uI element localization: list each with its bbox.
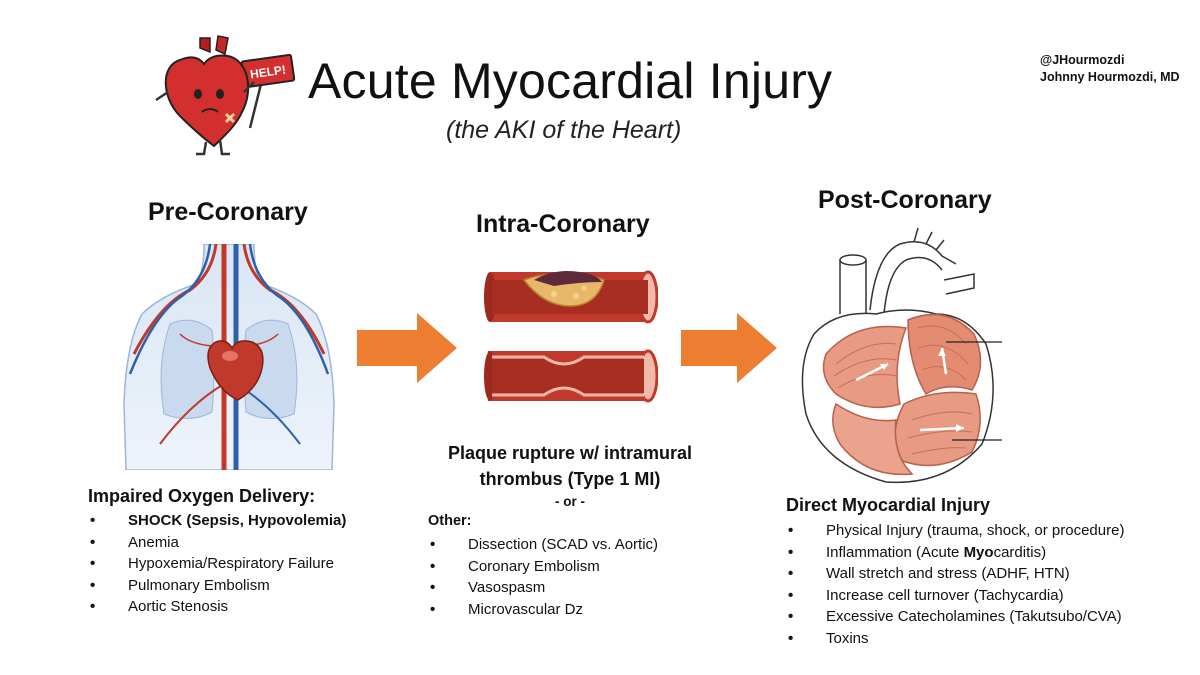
page-subtitle: (the AKI of the Heart) [446, 116, 682, 144]
post-list-title: Direct Myocardial Injury [786, 495, 991, 515]
item-text-post: carditis) [993, 543, 1047, 561]
author-credit: @JHourmozdi Johnny Hourmozdi, MD [1040, 52, 1180, 86]
right-arrow-icon [357, 313, 457, 383]
list-item: Coronary Embolism [428, 556, 658, 578]
post-coronary-heading: Post-Coronary [818, 186, 992, 214]
post-coronary-list: Physical Injury (trauma, shock, or proce… [786, 520, 1124, 649]
page-title: Acute Myocardial Injury [308, 53, 833, 109]
list-item: Aortic Stenosis [88, 596, 346, 618]
list-item: Excessive Catecholamines (Takutsubo/CVA) [786, 606, 1124, 628]
list-item: Vasospasm [428, 577, 658, 599]
right-arrow-icon [681, 313, 777, 383]
other-label: Other: [428, 513, 472, 529]
pre-coronary-list: SHOCK (Sepsis, Hypovolemia) Anemia Hypox… [88, 510, 346, 618]
list-item: SHOCK (Sepsis, Hypovolemia) [88, 510, 346, 532]
intra-coronary-list: Dissection (SCAD vs. Aortic) Coronary Em… [428, 534, 658, 620]
author-handle: @JHourmozdi [1040, 53, 1125, 67]
list-item: Toxins [786, 628, 1124, 650]
list-item: Dissection (SCAD vs. Aortic) [428, 534, 658, 556]
pre-coronary-heading: Pre-Coronary [148, 198, 308, 226]
intra-coronary-heading: Intra-Coronary [476, 210, 650, 238]
artery-plaque-illustration [484, 266, 658, 328]
list-item: Anemia [88, 532, 346, 554]
list-item: Pulmonary Embolism [88, 575, 346, 597]
list-item: Physical Injury (trauma, shock, or proce… [786, 520, 1124, 542]
help-sign-text: HELP! [249, 63, 287, 82]
heart-mascot-icon: HELP! [150, 30, 300, 160]
item-text-pre: Inflammation (Acute [826, 543, 964, 561]
list-item: Microvascular Dz [428, 599, 658, 621]
intra-caption-line1: Plaque rupture w/ intramural [447, 443, 693, 463]
list-item: Inflammation (Acute Myocarditis) [786, 542, 1124, 564]
item-text-bold: Myo [963, 543, 994, 561]
intra-caption-line2: thrombus (Type 1 MI) [479, 469, 661, 489]
pre-list-title: Impaired Oxygen Delivery: [88, 486, 316, 506]
artery-stenosis-illustration [484, 345, 658, 407]
list-item: Increase cell turnover (Tachycardia) [786, 585, 1124, 607]
or-separator: - or - [555, 494, 585, 509]
list-item: Hypoxemia/Respiratory Failure [88, 553, 346, 575]
intra-caption: Plaque rupture w/ intramural thrombus (T… [400, 440, 740, 492]
heart-muscle-illustration [796, 224, 1006, 486]
author-name: Johnny Hourmozdi, MD [1040, 70, 1180, 84]
list-item: Wall stretch and stress (ADHF, HTN) [786, 563, 1124, 585]
circulatory-system-illustration [120, 244, 338, 470]
